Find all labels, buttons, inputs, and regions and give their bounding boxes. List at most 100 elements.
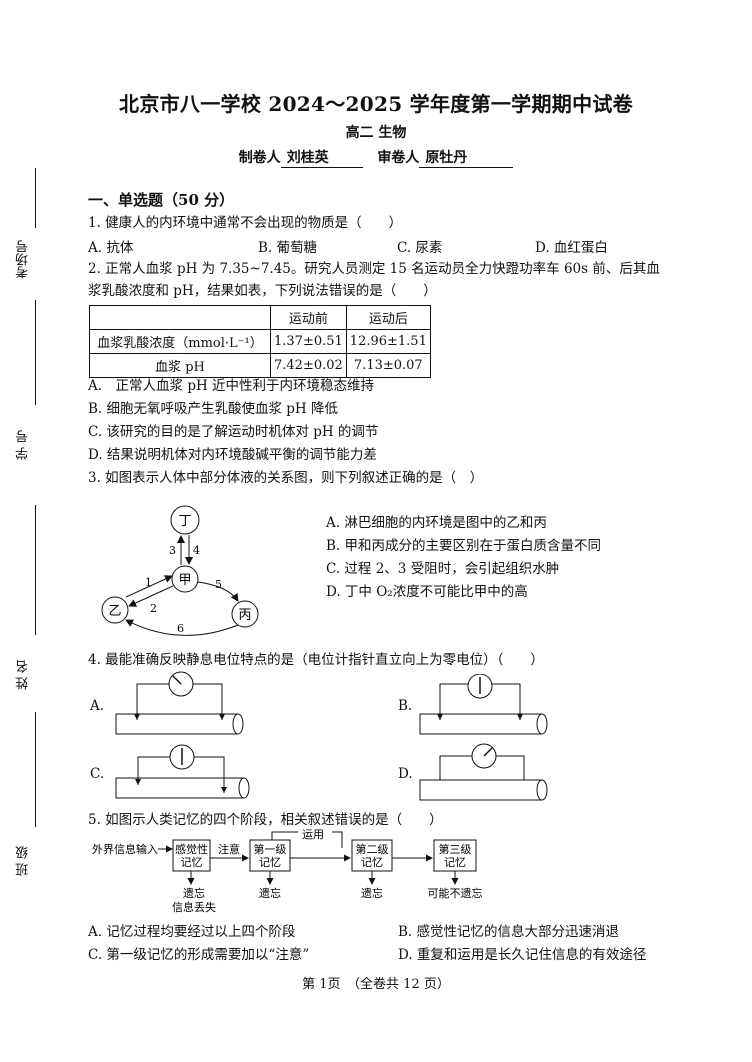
nerve-fiber-end bbox=[536, 713, 548, 735]
table-row: 血浆乳酸浓度（mmol·L⁻¹） 1.37±0.51 12.96±1.51 bbox=[89, 329, 431, 354]
box3-line2: 记忆 bbox=[361, 856, 383, 869]
arrow-5 bbox=[197, 581, 239, 602]
forget1-line2: 信息丢失 bbox=[172, 900, 216, 914]
page-footer: 第 1页 （全卷共 12 页） bbox=[302, 977, 450, 992]
side-line-2 bbox=[35, 300, 36, 405]
arrow-label-3: 3 bbox=[169, 544, 176, 557]
side-label-name: 姓 名 bbox=[16, 659, 31, 691]
electrode-wire-left bbox=[439, 755, 472, 780]
q1-option-b: B. 葡萄糖 bbox=[258, 240, 318, 256]
maker-label: 制卷人 bbox=[238, 150, 281, 166]
side-label-room: 考场号 bbox=[16, 240, 31, 280]
needle-right-icon bbox=[483, 747, 493, 757]
table-cell: 血浆 pH bbox=[89, 353, 271, 378]
electrode-wire-left bbox=[136, 683, 169, 720]
nerve-fiber-end bbox=[232, 713, 244, 735]
q4-option-d-diagram bbox=[419, 743, 548, 801]
nerve-fiber bbox=[419, 713, 543, 735]
table-header-row: 运动前 运动后 bbox=[89, 305, 431, 330]
box1-line1: 感觉性 bbox=[175, 842, 208, 856]
nerve-fiber bbox=[115, 713, 239, 735]
box-sensory-memory bbox=[172, 839, 211, 872]
q3-option-c: C. 过程 2、3 受阻时，会引起组织水肿 bbox=[326, 561, 560, 577]
electrode-wire-left bbox=[137, 756, 170, 785]
page-title: 北京市八一学校 2024～2025 学年度第一学期期中试卷 bbox=[119, 92, 633, 116]
q4-label-d: D. bbox=[398, 766, 413, 782]
use-label: 运用 bbox=[302, 828, 324, 841]
forget2-label: 遗忘 bbox=[259, 886, 281, 900]
attention-label: 注意 bbox=[218, 842, 240, 856]
q3-option-b: B. 甲和丙成分的主要区别在于蛋白质含量不同 bbox=[326, 538, 602, 554]
arrow-label-2: 2 bbox=[150, 602, 157, 615]
node-bing bbox=[231, 600, 259, 628]
electrode-tip-icon bbox=[219, 714, 225, 720]
box1-line2: 记忆 bbox=[181, 856, 203, 869]
box-second-memory bbox=[351, 839, 393, 872]
electrode-wire-right bbox=[193, 683, 223, 720]
table-cell: 运动前 bbox=[270, 305, 347, 330]
table-row: 血浆 pH 7.42±0.02 7.13±0.07 bbox=[89, 353, 431, 378]
q4-label-a: A. bbox=[90, 698, 105, 714]
q5-stem: 5. 如图示人类记忆的四个阶段，相关叙述错误的是（ ） bbox=[88, 812, 443, 828]
q2-data-table: 运动前 运动后 血浆乳酸浓度（mmol·L⁻¹） 1.37±0.51 12.96… bbox=[89, 305, 431, 378]
arrow-2 bbox=[128, 585, 174, 607]
nerve-fiber bbox=[419, 779, 543, 801]
side-line-4 bbox=[35, 712, 36, 827]
nerve-fiber-end bbox=[536, 779, 548, 801]
table-cell: 12.96±1.51 bbox=[345, 329, 431, 354]
node-jia-label: 甲 bbox=[178, 573, 191, 588]
box2-line2: 记忆 bbox=[259, 856, 281, 869]
box-first-memory bbox=[249, 839, 291, 872]
reviewer-label: 审卷人 bbox=[377, 150, 420, 166]
q4-label-c: C. bbox=[90, 766, 105, 782]
electrode-tip-icon bbox=[517, 714, 523, 720]
arrow-label-5: 5 bbox=[215, 578, 222, 591]
q5-option-b: B. 感觉性记忆的信息大部分迅速消退 bbox=[398, 924, 620, 940]
arrow-label-4: 4 bbox=[193, 544, 200, 557]
electrode-tip-icon bbox=[437, 714, 443, 720]
nerve-fiber-end bbox=[238, 777, 250, 799]
electrode-wire-right bbox=[492, 683, 521, 720]
arrow-6 bbox=[125, 619, 239, 636]
forget4-label: 可能不遗忘 bbox=[428, 886, 483, 900]
q5-option-d: D. 重复和运用是长久记住信息的有效途径 bbox=[398, 947, 647, 963]
reviewer-name: 原牡丹 bbox=[419, 147, 514, 168]
q1-stem: 1. 健康人的内环境中通常不会出现的物质是（ ） bbox=[88, 215, 403, 231]
q2-option-b: B. 细胞无氧呼吸产生乳酸使血浆 pH 降低 bbox=[88, 401, 339, 417]
q5-option-a: A. 记忆过程均要经过以上四个阶段 bbox=[88, 924, 296, 940]
q2-stem-line1: 2. 正常人血浆 pH 为 7.35~7.45。研究人员测定 15 名运动员全力… bbox=[88, 261, 660, 277]
q4-option-a-diagram bbox=[115, 671, 244, 735]
table-cell: 7.42±0.02 bbox=[270, 353, 347, 378]
table-cell: 血浆乳酸浓度（mmol·L⁻¹） bbox=[89, 329, 271, 354]
table-cell: 7.13±0.07 bbox=[345, 353, 431, 378]
q5-memory-diagram: 外界信息输入 感觉性 记忆 注意 第一级 记忆 运用 第二级 记忆 第三级 记忆… bbox=[92, 828, 483, 914]
forget3-label: 遗忘 bbox=[361, 886, 383, 900]
q2-option-c: C. 该研究的目的是了解运动时机体对 pH 的调节 bbox=[88, 424, 379, 440]
side-line-1 bbox=[35, 168, 36, 228]
q2-option-d: D. 结果说明机体对内环境酸碱平衡的调节能力差 bbox=[88, 447, 377, 463]
node-yi bbox=[101, 596, 129, 624]
q2-stem-line2: 浆乳酸浓度和 pH，结果如表，下列说法错误的是（ ） bbox=[88, 283, 437, 299]
electrode-tip-icon bbox=[135, 779, 141, 785]
arrow-label-1: 1 bbox=[145, 576, 152, 589]
q3-stem: 3. 如图表示人体中部分体液的关系图，则下列叙述正确的是（ ） bbox=[88, 470, 484, 486]
q1-option-a: A. 抗体 bbox=[88, 240, 134, 256]
table-cell: 运动后 bbox=[345, 305, 431, 330]
node-yi-label: 乙 bbox=[108, 604, 121, 619]
box-third-memory bbox=[433, 839, 477, 872]
box3-line1: 第二级 bbox=[356, 842, 389, 856]
node-ding bbox=[170, 505, 200, 535]
side-label-class: 班 级 bbox=[16, 845, 31, 877]
electrode-tip-icon bbox=[134, 714, 140, 720]
table-cell bbox=[89, 305, 271, 330]
needle-left-icon bbox=[172, 675, 182, 685]
q3-option-a: A. 淋巴细胞的内环境是图中的乙和丙 bbox=[326, 515, 547, 531]
subject-subtitle: 高二 生物 bbox=[345, 125, 407, 141]
electrode-wire-right bbox=[194, 756, 225, 793]
q2-option-a: A. 正常人血浆 pH 近中性利于内环境稳态维持 bbox=[88, 378, 375, 394]
section-heading: 一、单选题（50 分） bbox=[88, 191, 235, 209]
maker-line: 制卷人刘桂英 审卷人原牡丹 bbox=[0, 147, 752, 168]
node-ding-label: 丁 bbox=[178, 514, 191, 529]
arrow-label-6: 6 bbox=[177, 622, 184, 635]
box4-line1: 第三级 bbox=[439, 842, 472, 856]
